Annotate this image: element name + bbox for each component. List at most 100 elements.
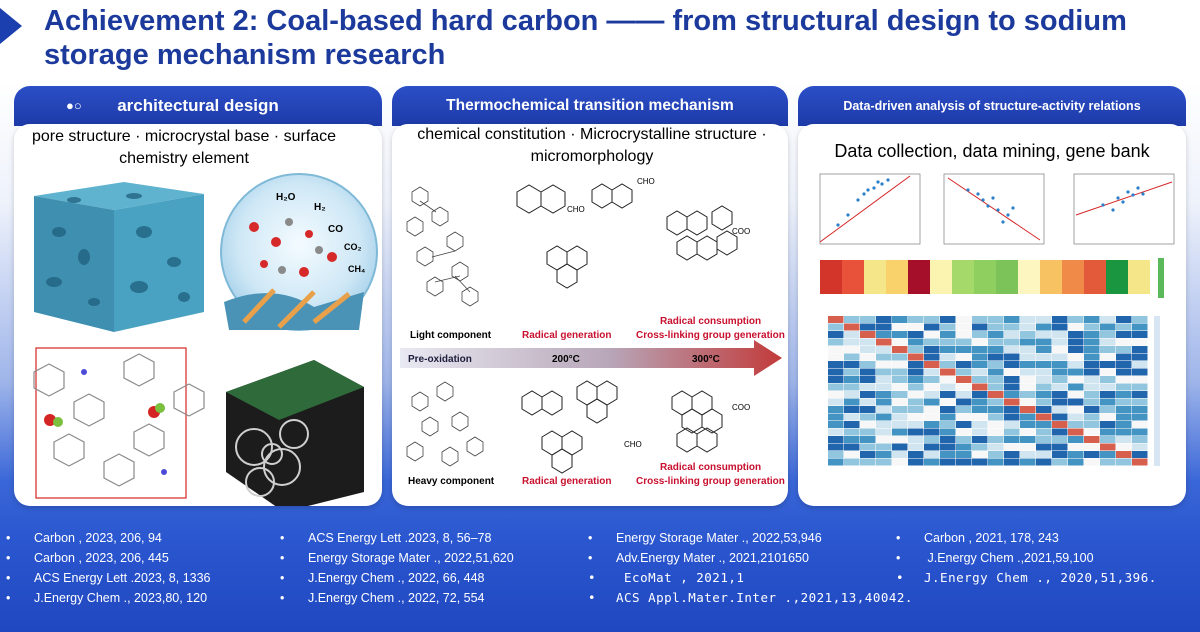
heatmap-cell bbox=[924, 428, 940, 436]
label-co2: CO₂ bbox=[344, 242, 362, 252]
heatmap-cell bbox=[844, 458, 860, 466]
heatmap-cell bbox=[940, 398, 956, 406]
heatmap-cell bbox=[908, 398, 924, 406]
heatmap-cell bbox=[1036, 428, 1052, 436]
heatmap-cell bbox=[860, 361, 876, 368]
heatmap-cell bbox=[972, 338, 988, 346]
heatmap-cell bbox=[844, 331, 860, 338]
heatmap-cell bbox=[972, 361, 988, 368]
reference-item: J.Energy Chem ., 2022, 66, 448 bbox=[280, 568, 514, 588]
label-cross-linking-lower: Cross-linking group generation bbox=[636, 476, 785, 487]
label-200c: 200°C bbox=[552, 354, 580, 365]
heatmap-cell bbox=[956, 338, 972, 346]
heatmap-cell bbox=[828, 368, 844, 376]
heatmap-cell bbox=[892, 398, 908, 406]
heatmap-cell bbox=[908, 376, 924, 383]
heatmap-cell bbox=[844, 406, 860, 413]
heatmap-cell bbox=[1100, 428, 1116, 436]
heatmap-cell bbox=[972, 368, 988, 376]
heatmap-cell bbox=[828, 376, 844, 383]
heatmap-cell bbox=[860, 406, 876, 413]
heatmap-cell bbox=[924, 398, 940, 406]
panel-subtitle: Data collection, data mining, gene bank bbox=[834, 141, 1150, 161]
panel-subtitle: pore structure · microcrystal base · sur… bbox=[31, 128, 337, 167]
heatmap-cell bbox=[892, 443, 908, 451]
panel-subtitle: chemical constitution · Microcrystalline… bbox=[417, 126, 767, 165]
heatmap-cell bbox=[940, 338, 956, 346]
heatmap-cell bbox=[1068, 323, 1084, 331]
heatmap-cell bbox=[1116, 316, 1132, 323]
heatmap-cell bbox=[1084, 383, 1100, 391]
heatmap-cell bbox=[1052, 323, 1068, 331]
heatmap-cell bbox=[1116, 368, 1132, 376]
heatmap-cell bbox=[988, 413, 1004, 421]
heatmap-cell bbox=[908, 353, 924, 361]
consumption-molecules-lower bbox=[671, 390, 723, 453]
heatmap-cell bbox=[908, 368, 924, 376]
heatmap-cell bbox=[1100, 323, 1116, 331]
heatmap-cell bbox=[1116, 421, 1132, 428]
heatmap-cell bbox=[860, 376, 876, 383]
heatmap-cell bbox=[924, 376, 940, 383]
heatmap-cell bbox=[988, 346, 1004, 353]
heatmap-cell bbox=[1100, 331, 1116, 338]
reference-item: Carbon , 2023, 206, 445 bbox=[6, 548, 211, 568]
heatmap-cell bbox=[892, 451, 908, 458]
heatmap-cell bbox=[988, 458, 1004, 466]
heatmap-cell bbox=[876, 368, 892, 376]
heatmap-cell bbox=[1020, 346, 1036, 353]
heatmap-cell bbox=[1084, 353, 1100, 361]
heatmap-cell bbox=[1004, 368, 1020, 376]
heatmap-cell bbox=[972, 353, 988, 361]
heatmap-cell bbox=[1036, 368, 1052, 376]
heatmap-cell bbox=[972, 458, 988, 466]
label-cross-linking-upper: Cross-linking group generation bbox=[636, 330, 785, 341]
heatmap-cell bbox=[844, 338, 860, 346]
heatmap-cell bbox=[956, 346, 972, 353]
heatmap-cell bbox=[940, 323, 956, 331]
heatmap-cell bbox=[828, 451, 844, 458]
heatmap-cell bbox=[908, 436, 924, 443]
heatmap-cell bbox=[940, 346, 956, 353]
panel-header-label: Thermochemical transition mechanism bbox=[446, 97, 734, 114]
slide-title: Achievement 2: Coal-based hard carbon ——… bbox=[44, 5, 1127, 71]
reference-column-3: Energy Storage Mater ., 2022,53,946 Adv.… bbox=[588, 528, 913, 608]
scatter-plot-2 bbox=[943, 173, 1045, 245]
heatmap-cell bbox=[1132, 443, 1148, 451]
heatmap-cell bbox=[940, 406, 956, 413]
heatmap-cell bbox=[1036, 406, 1052, 413]
structure-illustration: H₂O H₂ CO CO₂ CH₄ bbox=[33, 173, 378, 506]
heatmap-cell bbox=[844, 391, 860, 398]
heatmap-cell bbox=[956, 353, 972, 361]
heatmap-cell bbox=[828, 361, 844, 368]
heatmap-cell bbox=[908, 346, 924, 353]
heatmap-cell bbox=[1116, 361, 1132, 368]
mechanism-diagram: CHO CHO COO Light component Radical gene… bbox=[400, 177, 785, 487]
heatmap-cell bbox=[1036, 316, 1052, 323]
heatmap-cell bbox=[1036, 323, 1052, 331]
heatmap-cell bbox=[1100, 361, 1116, 368]
heatmap-cell bbox=[1116, 458, 1132, 466]
heatmap-cell bbox=[940, 391, 956, 398]
label-coo-lower: COO bbox=[732, 403, 750, 412]
heatmap-cell bbox=[1004, 421, 1020, 428]
heatmap-cell bbox=[1036, 391, 1052, 398]
heatmap-cell bbox=[1132, 346, 1148, 353]
panel-body: chemical constitution · Microcrystalline… bbox=[392, 124, 788, 506]
heatmap-cell bbox=[908, 323, 924, 331]
heatmap-cell bbox=[1084, 346, 1100, 353]
reference-column-4: Carbon , 2021, 178, 243 J.Energy Chem .,… bbox=[896, 528, 1157, 588]
heatmap-cell bbox=[956, 406, 972, 413]
panel-header-label: architectural design bbox=[117, 96, 279, 115]
heatmap-cell bbox=[988, 376, 1004, 383]
heatmap-cell bbox=[1068, 458, 1084, 466]
heatmap-cell bbox=[1084, 376, 1100, 383]
heatmap-cell bbox=[876, 421, 892, 428]
heatmap-cell bbox=[876, 346, 892, 353]
heatmap-cell bbox=[972, 383, 988, 391]
heatmap-cell bbox=[892, 413, 908, 421]
heatmap-cell bbox=[1004, 451, 1020, 458]
heatmap-cell bbox=[860, 331, 876, 338]
heatmap-cell bbox=[956, 458, 972, 466]
heatmap-cell bbox=[1036, 458, 1052, 466]
